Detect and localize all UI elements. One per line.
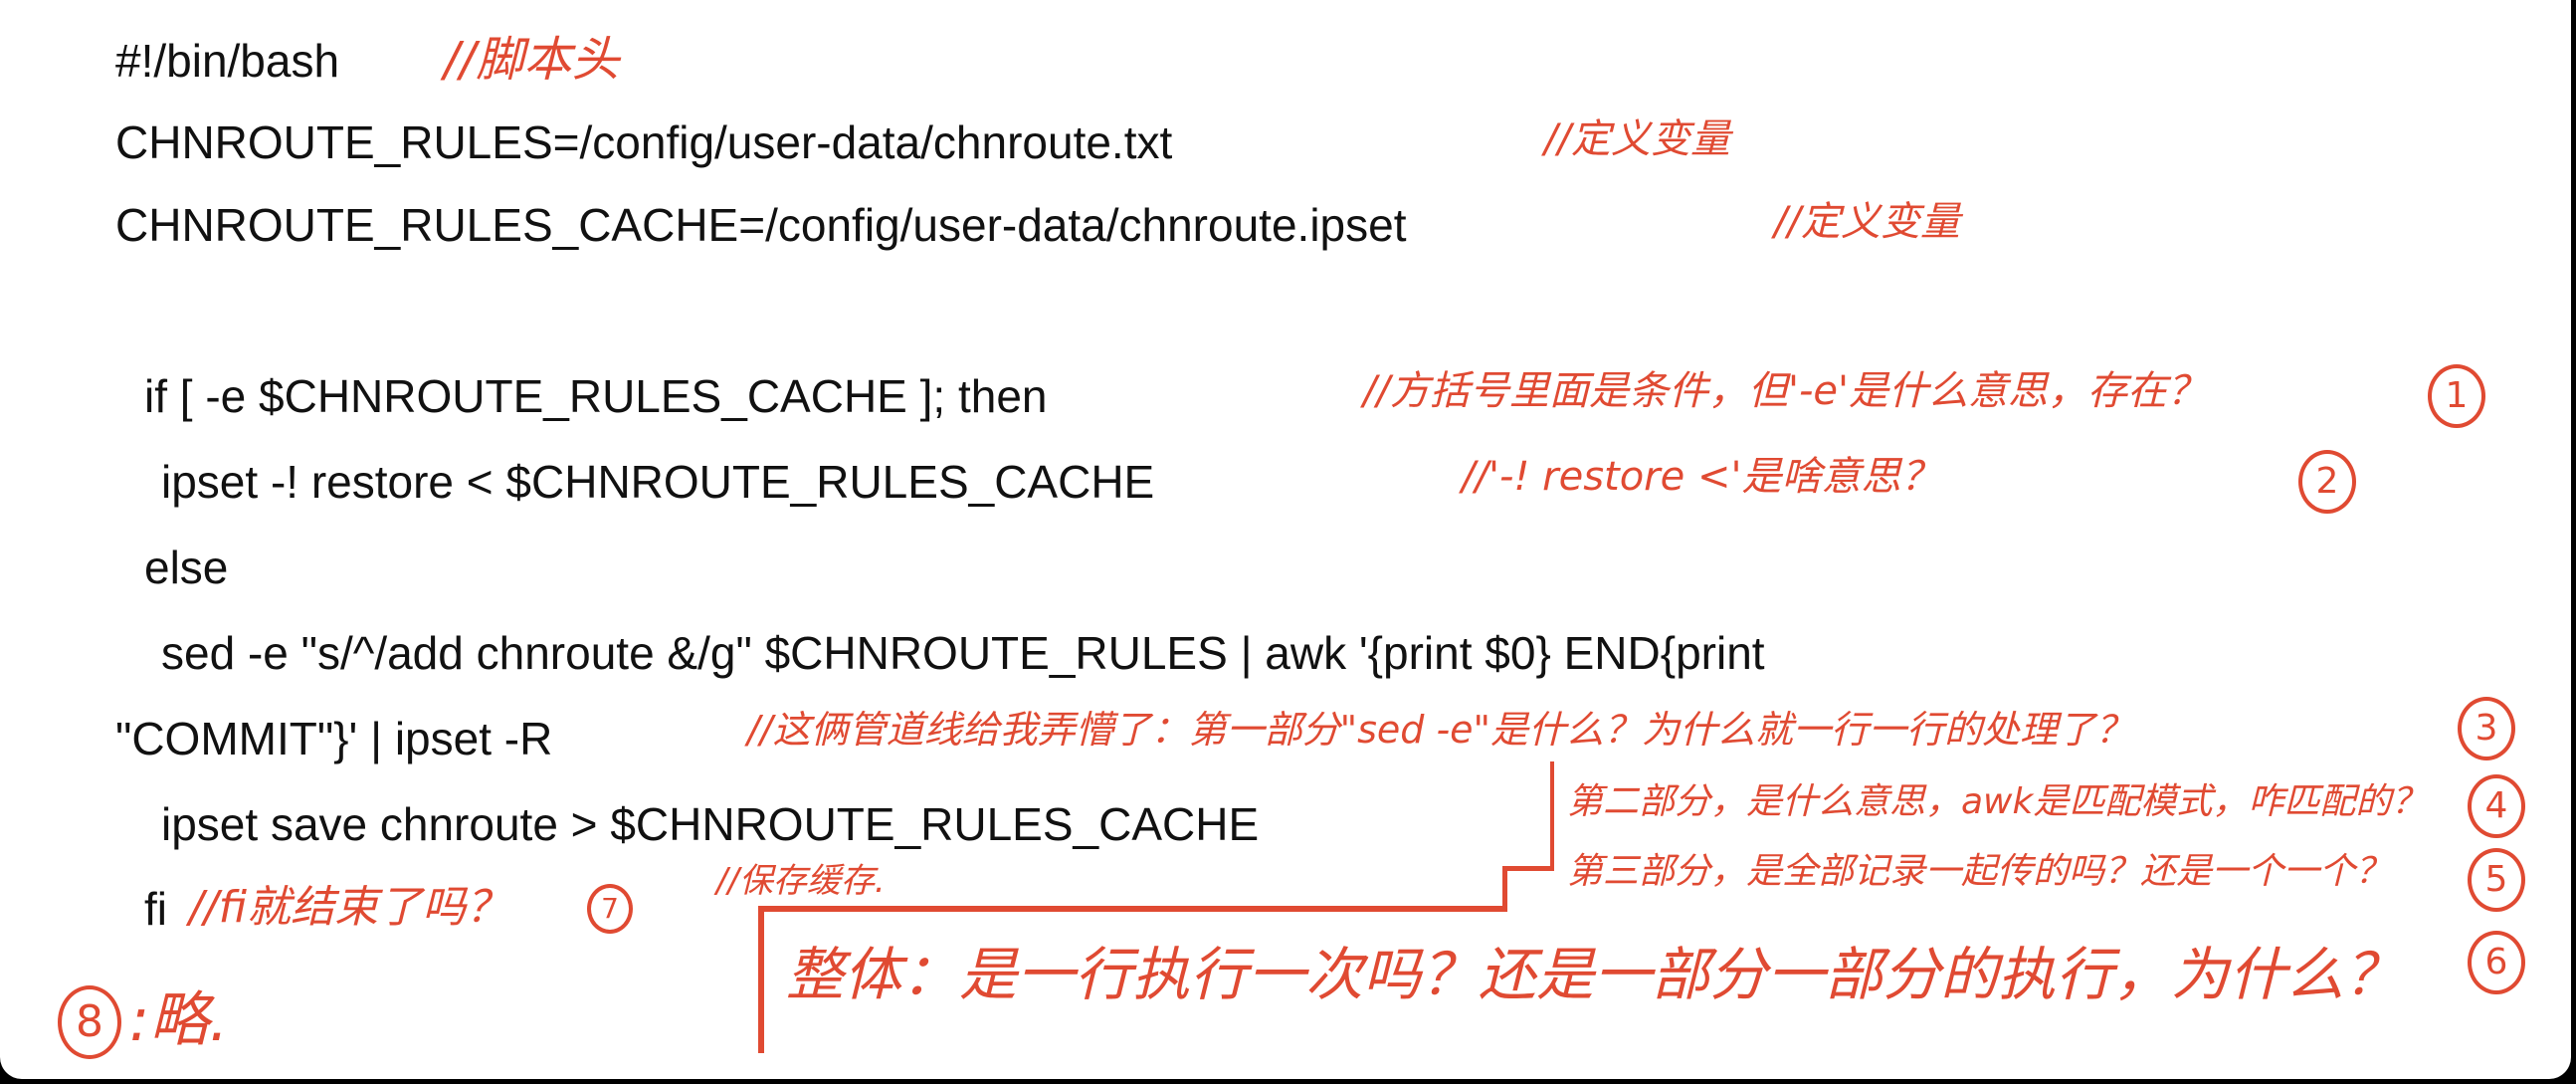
bracket-line [758, 906, 1504, 912]
annotation-question-6: 整体：是一行执行一次吗？还是一部分一部分的执行，为什么？ [786, 941, 2403, 1008]
annotation-question-8: :略. [129, 985, 229, 1055]
code-line: sed -e "s/^/add chnroute &/g" $CHNROUTE_… [161, 627, 1765, 679]
marker-circle: 4 [2468, 774, 2525, 838]
code-line: "COMMIT"}' | ipset -R [115, 713, 553, 764]
bracket-line [1502, 866, 1552, 871]
bracket-line [1550, 761, 1554, 871]
annotation-save-cache: //保存缓存. [716, 861, 886, 901]
annotation-define-var: //定义变量 [1544, 116, 1730, 162]
annotation-define-var: //定义变量 [1774, 199, 1960, 245]
code-line: else [144, 542, 229, 593]
code-line: fi [144, 883, 167, 935]
marker-circle: 6 [2468, 931, 2525, 994]
code-line: if [ -e $CHNROUTE_RULES_CACHE ]; then [144, 370, 1048, 422]
marker-circle: 7 [587, 884, 633, 934]
code-line: #!/bin/bash [115, 35, 340, 87]
code-line: CHNROUTE_RULES_CACHE=/config/user-data/c… [115, 199, 1407, 251]
annotation-question-4: 第二部分，是什么意思，awk是匹配模式，咋匹配的？ [1567, 781, 2428, 822]
code-line: CHNROUTE_RULES=/config/user-data/chnrout… [115, 116, 1173, 168]
bracket-line [758, 906, 764, 1053]
code-line: ipset -! restore < $CHNROUTE_RULES_CACHE [161, 456, 1155, 508]
annotation-question-1: //方括号里面是条件，但'-e'是什么意思，存在？ [1363, 368, 2207, 414]
annotation-question-2: //'-! restore <'是啥意思？ [1462, 454, 1941, 500]
marker-circle: 3 [2458, 697, 2515, 760]
marker-circle: 5 [2468, 848, 2525, 912]
annotation-shebang: //脚本头 [444, 32, 620, 88]
annotation-question-3: //这俩管道线给我弄懵了：第一部分"sed -e"是什么？为什么就一行一行的处理… [747, 708, 2134, 752]
marker-circle: 8 [58, 985, 121, 1059]
marker-circle: 2 [2298, 450, 2356, 514]
annotation-question-7: //fi就结束了吗？ [189, 882, 510, 933]
marker-circle: 1 [2428, 364, 2485, 428]
code-line: ipset save chnroute > $CHNROUTE_RULES_CA… [161, 798, 1260, 850]
bracket-line [1502, 866, 1507, 912]
annotation-question-5: 第三部分，是全部记录一起传的吗？还是一个一个？ [1567, 851, 2392, 892]
